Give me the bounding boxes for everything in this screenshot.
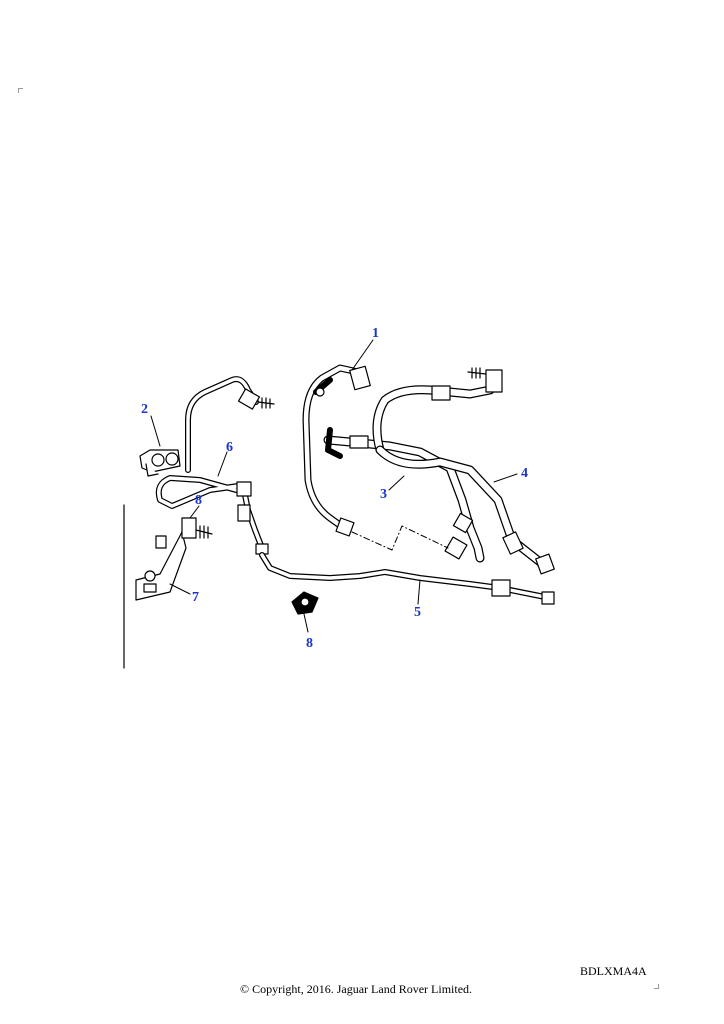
part-1-fittings bbox=[315, 365, 371, 537]
callout-4: 4 bbox=[521, 466, 528, 481]
crop-mark-bottom-right bbox=[654, 984, 659, 989]
part-8-clip-upper bbox=[181, 517, 213, 539]
drawing-code: BDLXMA4A bbox=[580, 964, 647, 978]
callout-6: 6 bbox=[226, 440, 233, 455]
part-6-pipe-inner bbox=[157, 377, 264, 550]
callout-labels: 1 2 3 4 5 6 7 8 8 bbox=[141, 326, 528, 651]
part-3-fittings bbox=[349, 435, 474, 560]
part-4-hose bbox=[372, 385, 545, 567]
part-7-bracket bbox=[135, 531, 187, 601]
part-2-clip bbox=[139, 449, 181, 477]
callout-7: 7 bbox=[192, 590, 199, 605]
part-5-fittings bbox=[491, 579, 555, 605]
callout-3: 3 bbox=[380, 487, 387, 502]
leader-lines bbox=[150, 339, 518, 633]
callout-8-lower: 8 bbox=[306, 636, 313, 651]
part-8-clip-lower bbox=[291, 591, 319, 615]
callout-2: 2 bbox=[141, 402, 148, 417]
copyright-notice: © Copyright, 2016. Jaguar Land Rover Lim… bbox=[239, 982, 473, 996]
callout-5: 5 bbox=[414, 605, 421, 620]
part-4-fittings bbox=[431, 367, 555, 575]
callout-8-upper: 8 bbox=[195, 493, 202, 508]
dash-dot-connection bbox=[351, 525, 449, 551]
crop-mark-top-left bbox=[18, 88, 23, 93]
callout-1: 1 bbox=[372, 326, 379, 341]
part-5-pipe bbox=[259, 552, 553, 601]
part-6-fittings bbox=[236, 388, 275, 555]
